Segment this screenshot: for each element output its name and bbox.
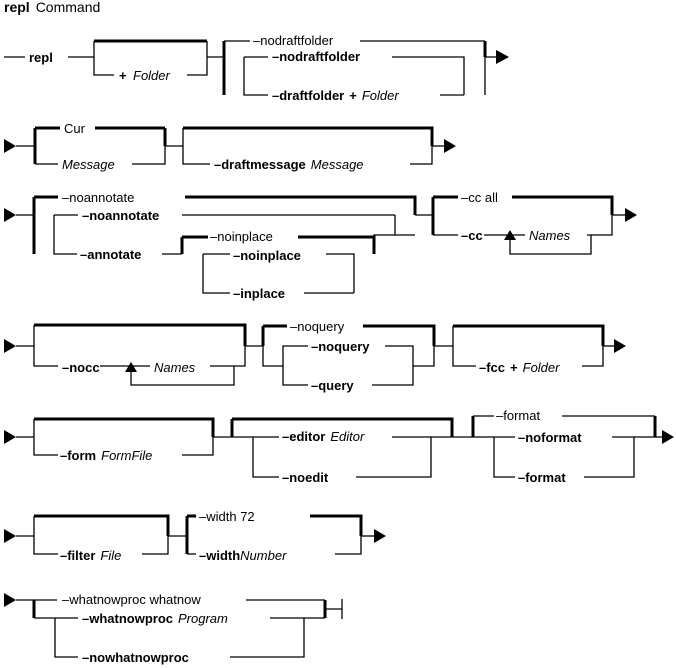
fcc-group-main (453, 324, 605, 346)
row6-entry-arrow (4, 529, 16, 543)
row-4: –nocc Names –noquery –noquery –query –fc… (4, 319, 626, 393)
row6-continue-arrow (374, 529, 386, 543)
draftfolder-group-sides (222, 41, 487, 95)
query-option: –query (311, 378, 354, 393)
noedit-option: –noedit (282, 470, 329, 485)
row5-continue-arrow (662, 430, 674, 444)
row1-continue-arrow (496, 50, 509, 64)
nocc-option: –nocc (62, 360, 100, 375)
draftfolder-inner (243, 56, 465, 96)
query-group-top (263, 324, 436, 346)
draftfolder-option: –draftfolder+Folder (272, 88, 399, 103)
cc-option: –cc (461, 228, 483, 243)
row5-entry-arrow (4, 430, 16, 444)
cc-group-top (433, 195, 614, 215)
width-group-branch (187, 536, 362, 555)
nocc-names-repeat (130, 366, 235, 386)
draftmessage-group-main (183, 126, 434, 146)
nocc-repeat-arrow (125, 362, 137, 372)
nocc-group-main (34, 323, 247, 346)
format-default: –format (496, 408, 540, 423)
form-group-branch (33, 419, 214, 456)
inplace-option: –inplace (233, 286, 285, 301)
row3-entry-arrow (4, 208, 16, 222)
format-group-inner (473, 436, 635, 478)
annotate-option: –annotate (80, 247, 141, 262)
row2-continue-arrow (444, 139, 456, 153)
cc-repeat-arrow (504, 230, 516, 240)
inplace-group-inner (202, 253, 355, 294)
message-group-sides (33, 128, 167, 164)
filter-group-main (34, 514, 170, 536)
format-option: –format (518, 470, 566, 485)
title-word: Command (36, 0, 101, 15)
filter-group-branch (33, 516, 169, 555)
cc-names-repeat (509, 235, 592, 255)
form-group-main (34, 417, 215, 437)
annotate-group-right (394, 215, 415, 236)
nowhatnowproc-option: –nowhatnowproc (82, 650, 189, 665)
noinplace-option: –noinplace (233, 248, 301, 263)
row4-continue-arrow (614, 339, 626, 353)
whatnowproc-group-inner (34, 617, 305, 658)
fcc-option: –fcc+Folder (479, 360, 560, 375)
cc-group-branch (433, 215, 613, 236)
noquery-option: –noquery (311, 339, 370, 354)
fcc-group-branch (452, 326, 604, 367)
editor-group-inner (232, 436, 432, 478)
noquery-default: –noquery (290, 319, 345, 334)
message-group-branch (35, 146, 166, 165)
cc-all-default: –cc all (461, 190, 498, 205)
row4-entry-arrow (4, 339, 16, 353)
diagram-title: repl Command (4, 0, 100, 15)
folder-plus: + (119, 68, 127, 83)
row7-entry-arrow (4, 593, 16, 607)
folder-arg: Folder (133, 68, 171, 83)
format-group-sides (471, 416, 657, 437)
editor-group-main (232, 417, 454, 437)
annotate-group-inner (53, 214, 395, 255)
nocc-names-arg: Names (154, 360, 196, 375)
noformat-option: –noformat (518, 430, 582, 445)
whatnowproc-default: –whatnowproc whatnow (62, 592, 201, 607)
title-command: repl (4, 0, 30, 15)
width-option: –widthNumber (199, 548, 287, 563)
query-group-right (413, 346, 435, 367)
cc-names-arg: Names (529, 228, 571, 243)
noinplace-default: –noinplace (210, 229, 273, 244)
annotate-group-top (34, 195, 417, 215)
nodraftfolder-default: –nodraftfolder (253, 33, 334, 48)
row-1: repl + Folder –nodraftfolder –nodraftfol… (4, 33, 509, 103)
row-3: –noannotate –noannotate –annotate –noinp… (4, 190, 637, 301)
nodraftfolder-option: –nodraftfolder (272, 49, 360, 64)
repl-keyword: repl (29, 50, 53, 65)
width-default: –width 72 (199, 509, 255, 524)
row3-continue-arrow (625, 208, 637, 222)
noannotate-option: –noannotate (82, 208, 159, 223)
cur-default: Cur (64, 121, 86, 136)
draftmessage-branch (182, 128, 433, 165)
noannotate-default: –noannotate (62, 190, 134, 205)
nocc-group-branch (33, 325, 246, 367)
inplace-to-annotate (373, 234, 395, 254)
folder-group-branch (93, 41, 208, 76)
row2-entry-arrow (4, 139, 16, 153)
message-arg: Message (62, 157, 115, 172)
